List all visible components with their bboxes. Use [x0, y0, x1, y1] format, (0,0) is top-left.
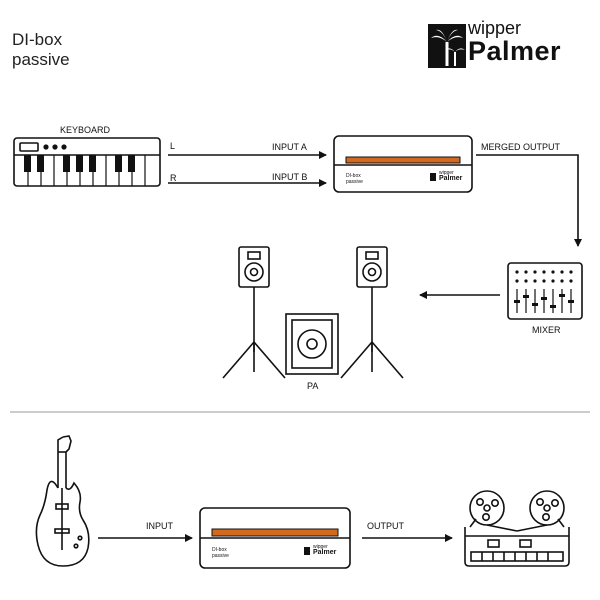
- output-label: OUTPUT: [367, 521, 404, 531]
- palm-tree-icon: [304, 547, 310, 555]
- guitar-icon: [35, 435, 90, 567]
- dibox-name-line-1: DI-box: [346, 173, 361, 179]
- arrow-merged-output: [476, 154, 582, 247]
- dibox-icon: [333, 135, 473, 193]
- merged-output-label: MERGED OUTPUT: [481, 142, 561, 152]
- left-channel-label: L: [170, 141, 176, 151]
- dibox-brand-main: Palmer: [313, 549, 337, 556]
- dibox-icon: [199, 507, 351, 569]
- dibox-brand: wipper Palmer: [430, 170, 466, 186]
- brand-main-text: Palmer: [468, 36, 562, 66]
- dibox-brand-top: wipper: [313, 544, 328, 550]
- reel-to-reel-recorder-icon: [464, 490, 570, 567]
- dibox-name-line-1: DI-box: [212, 547, 227, 553]
- pa-label: PA: [307, 381, 319, 391]
- dibox-name: DI-box passive: [212, 547, 229, 559]
- mixer-icon: [507, 262, 583, 320]
- input-b-label: INPUT B: [272, 172, 308, 182]
- page-title: DI-box passive: [12, 30, 70, 70]
- keyboard-label: KEYBOARD: [60, 125, 111, 135]
- dibox-name: DI-box passive: [346, 173, 363, 185]
- palm-tree-icon: [428, 24, 466, 68]
- speaker-left-icon: [238, 246, 270, 288]
- dibox-name-line-2: passive: [212, 553, 229, 559]
- dibox-name-line-2: passive: [346, 179, 363, 185]
- brand-logo: wipper Palmer: [428, 16, 588, 72]
- speaker-right-icon: [356, 246, 388, 288]
- dibox-brand-main: Palmer: [439, 175, 463, 182]
- palm-tree-icon: [430, 173, 436, 181]
- mixer-label: MIXER: [532, 325, 561, 335]
- brand-top-text: wipper: [468, 18, 522, 38]
- input-label: INPUT: [146, 521, 173, 531]
- input-a-label: INPUT A: [272, 142, 307, 152]
- dibox-brand: wipper Palmer: [304, 544, 344, 560]
- right-channel-label: R: [170, 173, 177, 183]
- keyboard-icon: [13, 137, 161, 187]
- title-line-2: passive: [12, 50, 70, 69]
- tripod-stand-right-icon: [340, 287, 404, 379]
- dibox-brand-top: wipper: [439, 170, 454, 176]
- title-line-1: DI-box: [12, 30, 63, 49]
- tripod-stand-left-icon: [222, 287, 286, 379]
- subwoofer-icon: [285, 313, 339, 375]
